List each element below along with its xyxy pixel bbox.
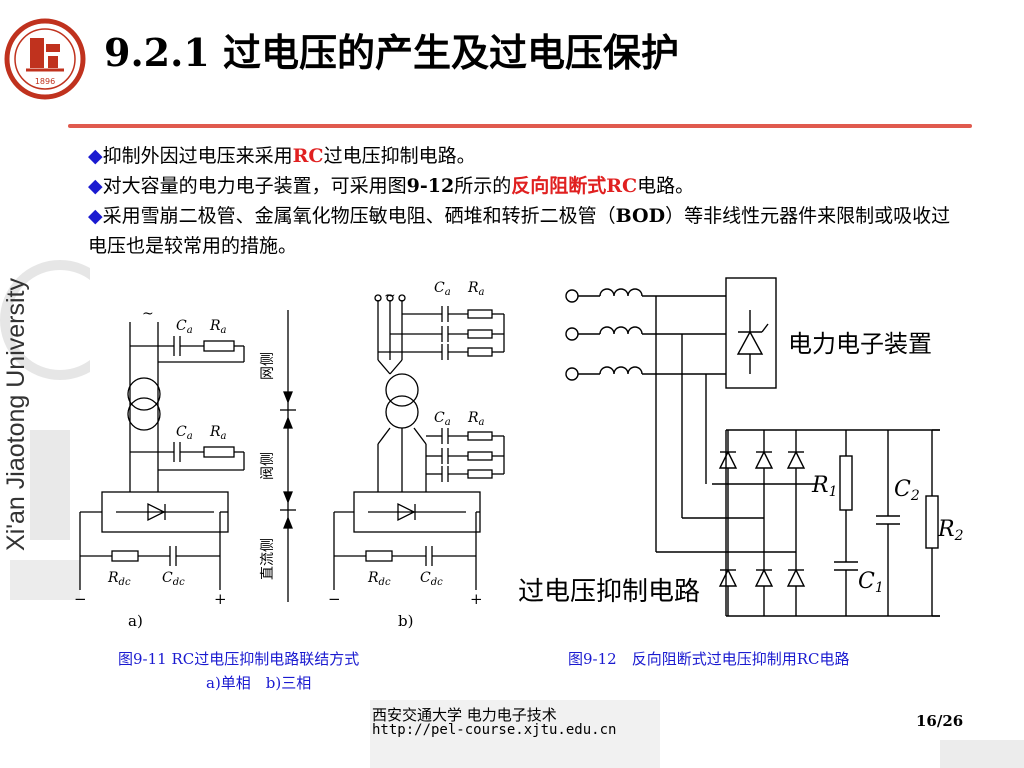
label-part-a: a) <box>128 612 143 630</box>
university-logo: 1896 <box>4 18 86 100</box>
corner-decoration <box>940 740 1024 768</box>
svg-text:R1: R1 <box>811 473 838 500</box>
svg-text:Ca: Ca <box>434 410 451 428</box>
svg-text:C2: C2 <box>894 477 920 504</box>
footer-background <box>370 700 660 768</box>
bullet-diamond-icon: ◆ <box>88 145 103 167</box>
figure-9-11-caption: 图9-11 RC过电压抑制电路联结方式 <box>118 650 360 668</box>
label-tilde-a: ~ <box>142 306 154 322</box>
svg-text:+: + <box>214 590 227 608</box>
bullet-3: ◆采用雪崩二极管、金属氧化物压敏电阻、硒堆和转折二极管（BOD）等非线性元器件来… <box>88 205 951 257</box>
svg-text:R2: R2 <box>937 517 964 544</box>
figure-9-11-diagram: ~ Ca Ra Ca Ra Rdc Cdc ~ Ca Ra Ca Ra Rdc … <box>74 280 505 630</box>
svg-text:Cdc: Cdc <box>162 570 185 588</box>
svg-text:Ra: Ra <box>209 318 227 336</box>
watermark-pattern <box>0 260 90 600</box>
label-part-b: b) <box>398 612 413 630</box>
label-power-device: 电力电子装置 <box>788 330 932 358</box>
svg-text:−: − <box>74 590 87 608</box>
bullet-diamond-icon: ◆ <box>88 175 103 197</box>
label-overvoltage-circuit: 过电压抑制电路 <box>518 577 700 607</box>
svg-text:Ra: Ra <box>467 410 485 428</box>
bullet-list: ◆抑制外因过电压来采用RC过电压抑制电路。 ◆对大容量的电力电子装置，可采用图9… <box>88 141 968 261</box>
title-divider <box>68 124 972 128</box>
svg-text:Ra: Ra <box>209 424 227 442</box>
figure-9-12-diagram: 电力电子装置 过电压抑制电路 R1 C2 R2 C1 <box>518 277 964 617</box>
bullet-diamond-icon: ◆ <box>88 205 103 227</box>
watermark-university-name: Xi'an Jiaotong University <box>1 278 30 551</box>
page-number: 16/26 <box>916 712 964 730</box>
bullet-2: ◆对大容量的电力电子装置，可采用图9-12所示的反向阻断式RC电路。 <box>88 175 695 197</box>
figure-9-12-caption: 图9-12 反向阻断式过电压抑制用RC电路 <box>568 650 850 668</box>
footer-brand: 西安交通大学 电力电子技术 <box>372 706 557 724</box>
bullet-1: ◆抑制外因过电压来采用RC过电压抑制电路。 <box>88 145 476 167</box>
slide-title: 9.2.1 过电压的产生及过电压保护 <box>104 30 680 75</box>
svg-text:−: − <box>328 590 341 608</box>
svg-text:C1: C1 <box>858 569 884 596</box>
svg-text:Ca: Ca <box>434 280 451 298</box>
svg-text:Ca: Ca <box>176 424 193 442</box>
svg-text:Rdc: Rdc <box>107 570 131 588</box>
svg-text:Ra: Ra <box>467 280 485 298</box>
svg-text:Cdc: Cdc <box>420 570 443 588</box>
label-net-side: 网侧 <box>260 352 276 380</box>
label-dc-side: 直流侧 <box>259 538 276 580</box>
figure-9-11-subcaption: a)单相 b)三相 <box>206 674 312 692</box>
label-valve-side: 阀侧 <box>260 452 276 480</box>
svg-text:Rdc: Rdc <box>367 570 391 588</box>
footer-url[interactable]: http://pel-course.xjtu.edu.cn <box>372 722 617 738</box>
logo-year: 1896 <box>35 77 55 86</box>
svg-text:~: ~ <box>384 288 396 304</box>
svg-text:Ca: Ca <box>176 318 193 336</box>
svg-text:+: + <box>470 590 483 608</box>
